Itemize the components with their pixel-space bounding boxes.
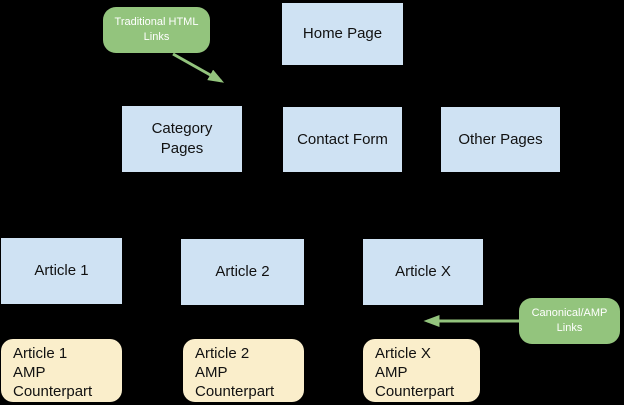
node-article-x-amp-counterpart: Article X AMP Counterpart xyxy=(363,339,480,402)
node-article-1-amp-counterpart: Article 1 AMP Counterpart xyxy=(1,339,122,402)
node-article-1: Article 1 xyxy=(1,238,122,304)
node-category-pages: Category Pages xyxy=(122,106,242,172)
callout-traditional-html-links: Traditional HTML Links xyxy=(103,7,210,53)
node-article-2: Article 2 xyxy=(181,239,304,305)
node-contact-form: Contact Form xyxy=(283,107,402,172)
node-home-page: Home Page xyxy=(282,3,403,65)
traditional-links-arrow xyxy=(172,52,225,83)
node-other-pages: Other Pages xyxy=(441,107,560,172)
callout-canonical-amp-links: Canonical/AMP Links xyxy=(519,298,620,344)
node-article-2-amp-counterpart: Article 2 AMP Counterpart xyxy=(183,339,304,402)
node-article-x: Article X xyxy=(363,239,483,305)
